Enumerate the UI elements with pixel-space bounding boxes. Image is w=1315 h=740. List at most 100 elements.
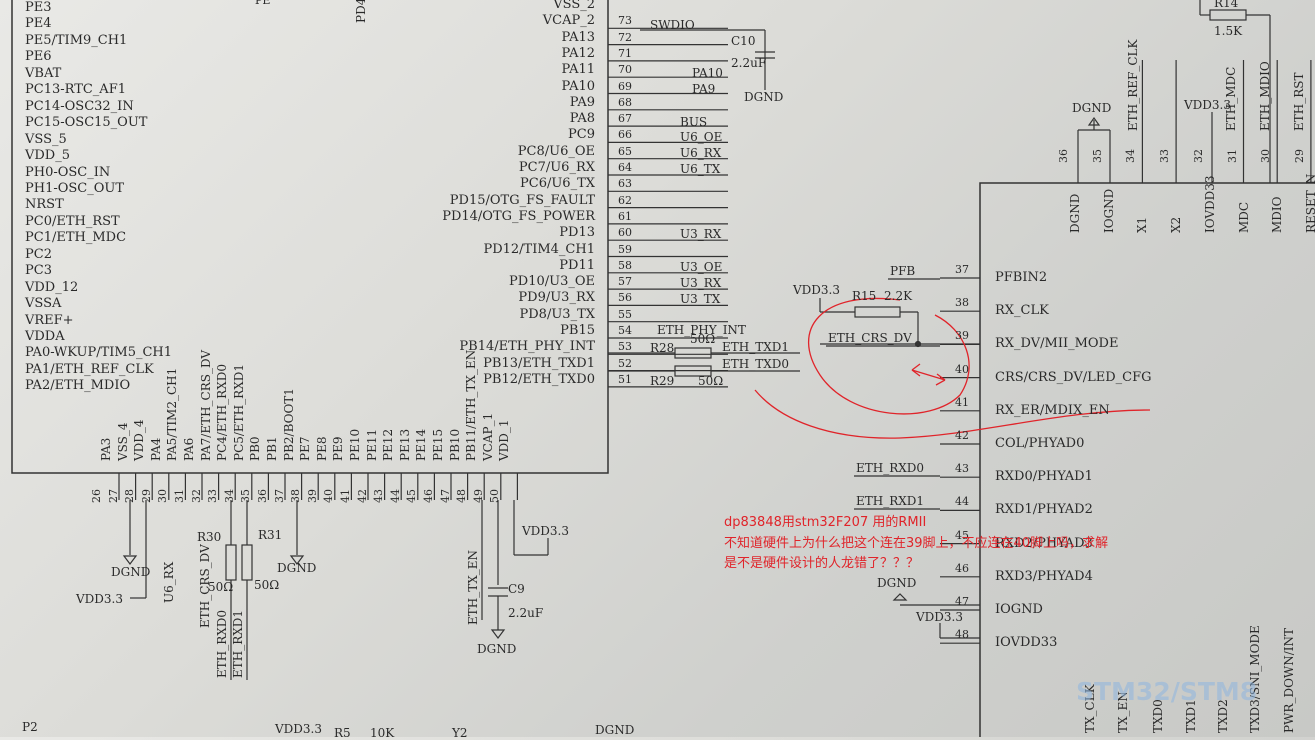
mcu-right-pin-label: PD15/OTG_FS_FAULT	[449, 192, 595, 208]
phy-pin-number: 41	[955, 395, 969, 409]
mcu-bottom-pin-label: PA7/ETH_CRS_DV	[198, 349, 213, 461]
mcu-right-pin-number: 73	[618, 14, 632, 28]
mcu-right-pin-label: PB15	[560, 323, 595, 338]
mcu-bottom-pin-number: 38	[289, 489, 303, 503]
mcu-right-pin-label: PC7/U6_RX	[518, 160, 595, 175]
phy-vdd-top-label: VDD3.3	[1184, 98, 1231, 112]
u6rx-label: U6_RX	[162, 561, 176, 603]
mcu-bottom-pin-number: 39	[305, 489, 319, 503]
mcu-right-pin-label: PC6/U6_TX	[520, 176, 595, 192]
mcu-left-pin-label: PC15-OSC15_OUT	[25, 115, 148, 131]
r5-value: 10K	[370, 726, 395, 740]
mcu-bottom-pin-label: PE10	[348, 428, 362, 461]
mcu-left-pin-label: PE3	[25, 0, 52, 15]
mcu-left-pin-label: VDD_5	[25, 148, 71, 164]
phy-top-pin-number: 31	[1225, 149, 1239, 163]
mcu-right-signal-label: SWDIO	[650, 18, 695, 32]
dgnd-label-4: DGND	[595, 723, 635, 737]
phy-pin-number: 37	[955, 263, 969, 276]
mcu-left-pin-label: PC2	[25, 246, 52, 262]
mcu-bottom-pin-number: 33	[206, 489, 220, 503]
phy-bottom-pin-label: PWR_DOWN/INT	[1282, 627, 1296, 733]
annotation-circle	[754, 297, 1151, 439]
mcu-bottom-pin-number: 36	[256, 489, 269, 503]
mcu-bottom-pin-number: 41	[339, 489, 352, 503]
phy-top-pin-label: RESET_N	[1303, 173, 1315, 233]
mcu-bottom-pin-number: 40	[322, 489, 336, 503]
mcu-right-pin-label: PD8/U3_TX	[519, 306, 595, 322]
phy-pin-number: 38	[955, 296, 969, 310]
mcu-left-pin-label: PC0/ETH_RST	[25, 213, 120, 229]
r31-value: 50Ω	[254, 578, 280, 592]
rxd0-label: ETH_RXD0	[215, 609, 229, 678]
phy-pin-number: 47	[955, 595, 969, 608]
c9-value: 2.2uF	[508, 606, 544, 620]
r5-label: R5	[334, 726, 351, 740]
mcu-right-pin-number: 53	[618, 340, 632, 354]
mcu-right-pin-label: PA13	[561, 29, 595, 45]
mcu-right-pin-number: 65	[618, 144, 632, 158]
mcu-bottom-pin-number: 42	[355, 489, 369, 503]
phy-top-pin-label: MDC	[1236, 201, 1251, 233]
mcu-right-signal-label: PA10	[692, 66, 723, 80]
mcu-bottom-pin-number: 45	[405, 489, 419, 503]
mcu-bottom-pin-label: PB1	[265, 436, 279, 461]
phy-top-pin-label: X2	[1169, 216, 1184, 233]
mcu-right-pin-number: 57	[618, 275, 632, 289]
annotation-line-2: 不知道硬件上为什么把这个连在39脚上，不应连在40脚上吗，求解	[724, 536, 1109, 551]
mcu-body	[11, 0, 609, 474]
mcu-left-pin-label: NRST	[25, 197, 64, 213]
mcu-right-pin-number: 71	[618, 46, 632, 60]
c10-label: C10	[731, 34, 756, 48]
r31-label: R31	[258, 528, 283, 542]
phy-pin-label: RXD1/PHYAD2	[995, 502, 1093, 518]
mcu-right-pin-label: PC8/U6_OE	[517, 143, 595, 159]
mcu-right-pin-label: PD13	[559, 225, 595, 241]
mcu-right-signal-label: U3_OE	[680, 260, 723, 274]
mcu-bottom-pin-label: VSS_4	[115, 422, 130, 461]
phy-top-signal-label: ETH_REF_CLK	[1126, 39, 1140, 131]
mcu-right-signal-label: ETH_PHY_INT	[657, 323, 746, 337]
mcu-right-pin-number: 63	[618, 177, 632, 191]
mcu-right-pin-label: VSS_2	[553, 0, 595, 12]
mcu-right-pin-number: 68	[618, 95, 632, 109]
mcu-left-pin-label: VSS_5	[25, 131, 67, 147]
r15-label: R15	[852, 289, 877, 303]
mcu-right-pin-number: 55	[618, 307, 632, 321]
phy-top-pin-number: 34	[1124, 149, 1138, 163]
mcu-bottom-pin-number: 49	[471, 489, 485, 503]
phy-pin-label: RXD2/PHYAD3	[995, 535, 1093, 551]
mcu-right-pin-number: 52	[618, 356, 632, 370]
phy-top-pin-number: 33	[1158, 149, 1172, 163]
r15-vdd-label: VDD3.3	[793, 283, 840, 297]
pd4-label: PD4/F	[354, 0, 368, 23]
mcu-bottom-pin-label: PE15	[431, 428, 445, 461]
phy-top-pin-label: IOGND	[1101, 188, 1116, 233]
mcu-left-pin-label: PA1/ETH_REF_CLK	[25, 361, 154, 377]
mcu-bottom-pin-label: PB0	[248, 436, 263, 461]
mcu-bottom-pin-label: PC5/ETH_RXD1	[231, 364, 246, 461]
misc-wires	[122, 0, 1271, 680]
phy-pin-number: 42	[955, 429, 969, 442]
phy-top-pin-label: IOVDD33	[1202, 175, 1217, 233]
mcu-bottom-pin-number: 28	[123, 489, 137, 503]
phy-signal-label: ETH_RXD0	[856, 461, 925, 475]
mcu-right-pin-label: PD9/U3_RX	[518, 290, 595, 306]
vdd-label-4: VDD3.3	[275, 722, 322, 736]
mcu-bottom-pin-label: PB10	[447, 428, 462, 461]
mcu-right-pin-label: PD14/OTG_FS_POWER	[442, 208, 595, 224]
phy-pin-label: IOVDD33	[995, 635, 1058, 651]
mcu-right-pin-label: PC9	[568, 127, 595, 143]
phy-pin-label: IOGND	[995, 602, 1043, 617]
phy-pin-number: 48	[955, 628, 969, 642]
r14-value: 1.5K	[1214, 24, 1243, 38]
phy-top-pin-number: 32	[1191, 149, 1205, 163]
phy-signal-label: PFB	[890, 264, 916, 278]
phy-pin-label: RXD3/PHYAD4	[995, 568, 1093, 584]
mcu-bottom-pin-number: 44	[388, 489, 402, 503]
mcu-bottom-pin-label: PA3	[99, 437, 113, 461]
phy-top-pin-number: 36	[1057, 149, 1070, 163]
mcu-right-pin-label: PA9	[569, 94, 595, 110]
mcu-bottom-pin-label: VDD_4	[132, 419, 147, 461]
mcu-left-pin-label: PA2/ETH_MDIO	[25, 378, 131, 394]
